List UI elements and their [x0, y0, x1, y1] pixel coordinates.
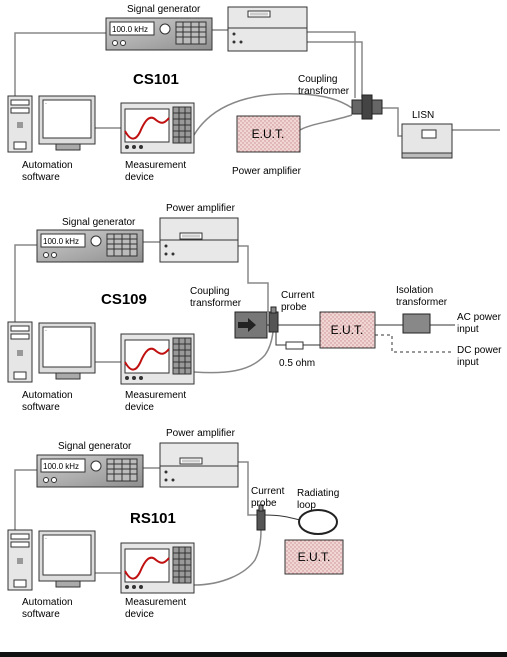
coupling-transformer-label-line1: Coupling	[298, 74, 337, 85]
signal-generator: 100.0 kHz	[36, 454, 144, 488]
wire-coupler-to-eut	[299, 114, 353, 131]
coupling-transformer-label-line2: transformer	[190, 298, 242, 309]
automation-label-line2: software	[22, 609, 60, 620]
eut-box	[319, 311, 376, 349]
isolation-transformer-label-line1: Isolation	[396, 285, 433, 296]
lisn	[401, 123, 453, 159]
cs101-setup: 100.0 kHz Signal generator CS101	[7, 4, 500, 183]
svg-text:~: ~	[45, 101, 47, 105]
automation-label-line1: Automation	[22, 597, 73, 608]
eut-label: E.U.T.	[252, 127, 285, 141]
measurement-label-line1: Measurement	[125, 160, 186, 171]
current-probe-label-line2: probe	[281, 302, 307, 313]
current-probe-label-line1: Current	[251, 486, 285, 497]
automation-computer: ~	[7, 529, 96, 591]
measurement-device	[120, 102, 195, 154]
coupling-transformer	[234, 311, 268, 339]
wire-amp-to-coupler-2	[307, 41, 363, 98]
generator-frequency-display: 100.0 kHz	[112, 25, 148, 34]
eut-box	[284, 539, 344, 575]
automation-label-line2: software	[22, 172, 60, 183]
wire-gen-to-pc	[14, 32, 106, 96]
wire-meter-to-coupler	[193, 92, 353, 136]
measurement-label-line1: Measurement	[125, 597, 186, 608]
automation-computer: ~	[7, 95, 96, 153]
measurement-label-line2: device	[125, 172, 154, 183]
ac-power-label-line2: input	[457, 324, 479, 335]
resistor	[285, 341, 304, 350]
resistor-label: 0.5 ohm	[279, 358, 315, 369]
dc-power-label-line1: DC power	[457, 345, 502, 356]
rs101-title: RS101	[130, 510, 176, 527]
current-probe-label-line1: Current	[281, 290, 315, 301]
isolation-transformer-label-line2: transformer	[396, 297, 448, 308]
coupling-transformer-label-line1: Coupling	[190, 286, 229, 297]
signal-generator-label: Signal generator	[127, 4, 201, 15]
generator-frequency-display: 100.0 kHz	[43, 462, 79, 471]
measurement-label-line2: device	[125, 402, 154, 413]
eut-label: E.U.T.	[331, 323, 364, 337]
signal-generator-label: Signal generator	[62, 217, 136, 228]
coupling-transformer-label-line2: transformer	[298, 86, 350, 97]
automation-label-line1: Automation	[22, 160, 73, 171]
automation-label-line2: software	[22, 402, 60, 413]
bottom-border	[0, 652, 507, 657]
wire-dc-input	[375, 334, 452, 353]
current-probe	[256, 504, 266, 531]
measurement-label-line1: Measurement	[125, 390, 186, 401]
svg-text:~: ~	[45, 536, 47, 540]
cs109-title: CS109	[101, 291, 147, 308]
wire-gen-to-pc	[14, 244, 37, 322]
signal-generator-label: Signal generator	[58, 441, 132, 452]
wire-gen-to-pc	[14, 469, 37, 530]
svg-text:~: ~	[45, 328, 47, 332]
generator-frequency-display: 100.0 kHz	[43, 237, 79, 246]
power-amplifier	[227, 6, 308, 52]
wire-meter-to-probe	[193, 529, 262, 586]
power-amplifier-label: Power amplifier	[166, 428, 236, 439]
automation-label-line1: Automation	[22, 390, 73, 401]
isolation-transformer	[402, 313, 431, 334]
cs101-title: CS101	[133, 71, 179, 88]
radiating-loop-label-line1: Radiating	[297, 488, 339, 499]
automation-computer: ~	[7, 321, 96, 383]
power-amplifier	[159, 217, 239, 263]
lisn-label: LISN	[412, 110, 434, 121]
signal-generator: 100.0 kHz	[36, 229, 144, 263]
rs101-setup: 100.0 kHz Signal generator Power amplifi…	[7, 428, 344, 620]
power-amplifier-label: Power amplifier	[232, 166, 302, 177]
measurement-device	[120, 333, 195, 385]
eut-box	[236, 115, 301, 153]
measurement-device	[120, 542, 195, 594]
radiating-loop	[298, 509, 338, 535]
current-probe	[268, 306, 279, 333]
wire-amp-to-coupler	[238, 245, 269, 312]
measurement-label-line2: device	[125, 609, 154, 620]
wire-probe-to-loop	[264, 514, 301, 521]
radiating-loop-label-line2: loop	[297, 500, 316, 511]
signal-generator: 100.0 kHz	[105, 17, 213, 51]
ac-power-label-line1: AC power	[457, 312, 502, 323]
coupling-transformer	[351, 94, 383, 120]
wire-coupler-to-lisn	[382, 107, 402, 137]
wire-meter-to-probe	[193, 331, 274, 374]
cs109-setup: 100.0 kHz Signal generator Power amplifi…	[7, 203, 502, 413]
power-amplifier	[159, 442, 239, 488]
wire-amp-to-coupler	[307, 31, 356, 98]
dc-power-label-line2: input	[457, 357, 479, 368]
eut-label: E.U.T.	[298, 550, 331, 564]
power-amplifier-label: Power amplifier	[166, 203, 236, 214]
current-probe-label-line2: probe	[251, 498, 277, 509]
